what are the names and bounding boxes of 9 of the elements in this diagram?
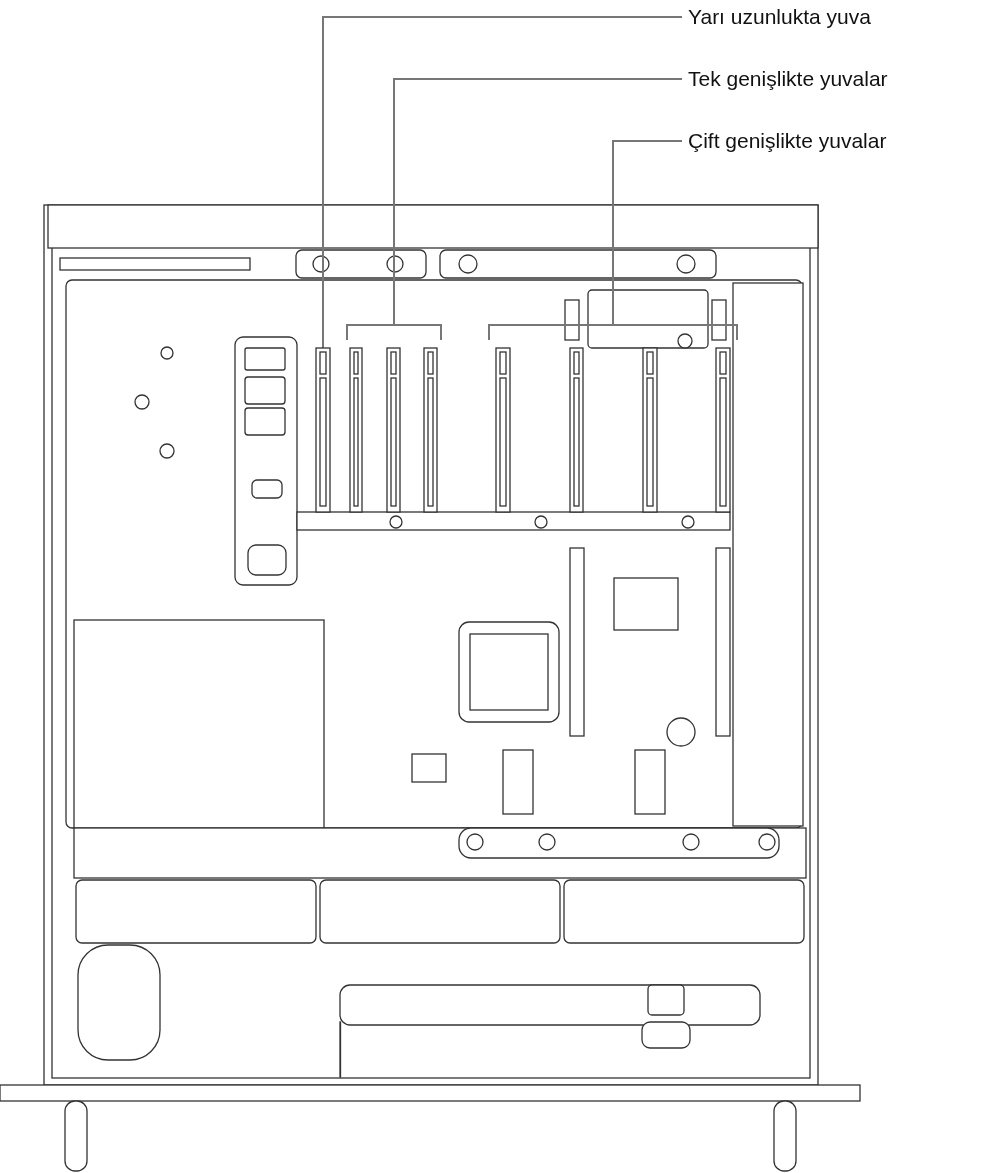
- leader-line: [612, 140, 683, 326]
- callout-label: Çift genişlikte yuvalar: [688, 128, 887, 154]
- leader-line: [393, 78, 683, 326]
- leader-line: [322, 16, 683, 349]
- slot-group-drawing: [488, 324, 738, 513]
- slot-group-drawing: [346, 324, 442, 513]
- slot-drawing: [315, 347, 331, 513]
- callout-label: Yarı uzunlukta yuva: [688, 4, 871, 30]
- callout-label: Tek genişlikte yuvalar: [688, 66, 888, 92]
